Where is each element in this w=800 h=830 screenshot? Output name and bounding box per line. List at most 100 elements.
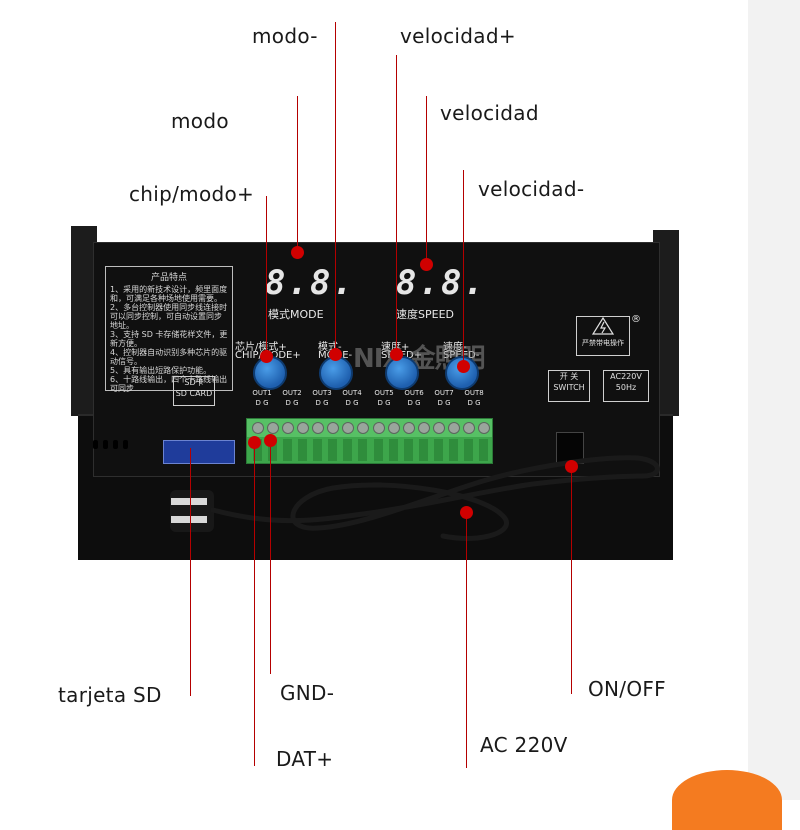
power-switch[interactable] (556, 432, 584, 464)
terminal-screw (418, 422, 430, 434)
switch-label-box: 开 关 SWITCH (548, 370, 590, 402)
output-pins: D G (255, 399, 269, 407)
chip-mode-plus-label: 芯片/模式+ (235, 342, 287, 353)
callout-velocidad: velocidad (430, 94, 549, 132)
terminal-tab (328, 439, 337, 461)
output-label: OUT7 (434, 389, 454, 397)
terminal-screw (357, 422, 369, 434)
lead-line-dat (254, 440, 255, 766)
terminal-screw (282, 422, 294, 434)
vent-slot (113, 440, 118, 449)
cable-path (210, 455, 660, 541)
switch-label-bottom: SWITCH (553, 383, 585, 392)
left-bracket (71, 226, 97, 416)
output-pins: D G (345, 399, 359, 407)
lead-line-velocidad-minus (463, 170, 464, 366)
lead-line-tarjeta-sd (190, 448, 191, 696)
speed-minus-sub: SPEED- (443, 350, 479, 361)
terminal-screw (252, 422, 264, 434)
terminal-tab (313, 439, 322, 461)
lead-line-velocidad (426, 96, 427, 264)
page-edge (748, 0, 800, 800)
led-controller-device: 产品特点 1、采用的新技术设计，频里面度和，可满足各种场地使用需要。 2、多台控… (63, 226, 688, 566)
terminal-tab (253, 439, 262, 461)
terminal-screw (388, 422, 400, 434)
output-pins: D G (285, 399, 299, 407)
switch-label-top: 开 关 (559, 372, 579, 381)
warning-box: 严禁带电操作 (576, 316, 630, 356)
warning-text: 严禁带电操作 (582, 339, 624, 347)
mode-minus-button[interactable] (319, 356, 353, 390)
spec-title: 产品特点 (150, 273, 187, 283)
ac-label-box: AC220V 50Hz (603, 370, 649, 402)
sd-card-slot[interactable] (163, 440, 235, 464)
output-label: OUT2 (282, 389, 302, 397)
terminal-tab (268, 439, 277, 461)
vent-slot (103, 440, 108, 449)
terminal-screw (342, 422, 354, 434)
spec-line: 5、具有输出短路保护功能。 (110, 366, 212, 375)
lead-line-on-off (571, 466, 572, 694)
vent-slot (93, 440, 98, 449)
callout-modo: modo (161, 102, 239, 140)
corner-decoration (672, 770, 782, 830)
terminal-screw (478, 422, 490, 434)
terminal-screw (433, 422, 445, 434)
terminal-screw-row (247, 419, 492, 437)
marker-dot-velocidad (420, 258, 433, 271)
speed-label: 速度SPEED (396, 308, 454, 321)
lead-line-chip-modo-plus (266, 196, 267, 356)
spec-box: 产品特点 1、采用的新技术设计，频里面度和，可满足各种场地使用需要。 2、多台控… (105, 266, 233, 393)
terminal-screw (373, 422, 385, 434)
terminal-tab (283, 439, 292, 461)
ac-label-top: AC220V (610, 372, 642, 381)
terminal-screw (403, 422, 415, 434)
callout-modo-minus: modo- (242, 17, 328, 55)
terminal-tab (343, 439, 352, 461)
front-vents (93, 440, 143, 450)
marker-dot-modo-minus (329, 348, 342, 361)
output-label: OUT8 (464, 389, 484, 397)
output-pins: D G (437, 399, 451, 407)
power-cable (210, 455, 660, 541)
plug-prong (171, 516, 207, 523)
marker-dot-gnd (264, 434, 277, 447)
spec-line: 4、控制器自动识别多种芯片的驱动信号。 (110, 348, 228, 366)
marker-dot-velocidad-plus (390, 348, 403, 361)
marker-dot-modo (291, 246, 304, 259)
lead-line-ac (466, 512, 467, 768)
mode-minus-label: 模式- (318, 342, 342, 353)
terminal-tab (479, 439, 488, 461)
output-label: OUT4 (342, 389, 362, 397)
callout-velocidad-plus: velocidad+ (390, 17, 526, 55)
speed-display: 8.8. (396, 263, 486, 303)
output-pins: D G (377, 399, 391, 407)
high-voltage-icon (591, 316, 615, 335)
terminal-screw (267, 422, 279, 434)
output-label: OUT6 (404, 389, 424, 397)
sd-label-top: SD卡 (184, 378, 204, 387)
terminal-tab (464, 439, 473, 461)
terminal-screw (327, 422, 339, 434)
callout-velocidad-minus: velocidad- (468, 170, 595, 208)
speed-plus-button[interactable] (385, 356, 419, 390)
terminal-tab (358, 439, 367, 461)
output-label: OUT3 (312, 389, 332, 397)
vent-slot (123, 440, 128, 449)
output-pins: D G (407, 399, 421, 407)
mode-display: 8.8. (265, 263, 355, 303)
ac-label-bottom: 50Hz (615, 383, 637, 392)
registered-mark: ® (631, 314, 641, 325)
callout-tarjeta-sd: tarjeta SD (48, 676, 172, 714)
plug-prong (171, 498, 207, 505)
output-label: OUT5 (374, 389, 394, 397)
marker-dot-on-off (565, 460, 578, 473)
sd-label-box: SD卡 SD CARD (173, 376, 215, 406)
terminal-tab (389, 439, 398, 461)
power-plug (170, 490, 214, 532)
spec-line: 1、采用的新技术设计，频里面度和，可满足各种场地使用需要。 (110, 285, 228, 303)
terminal-tab (434, 439, 443, 461)
speed-minus-label: 速度- (443, 342, 467, 353)
output-labels: OUT1 OUT2 OUT3 OUT4 OUT5 OUT6 OUT7 OUT8 … (246, 389, 491, 417)
callout-chip-modo-plus: chip/modo+ (119, 175, 265, 213)
